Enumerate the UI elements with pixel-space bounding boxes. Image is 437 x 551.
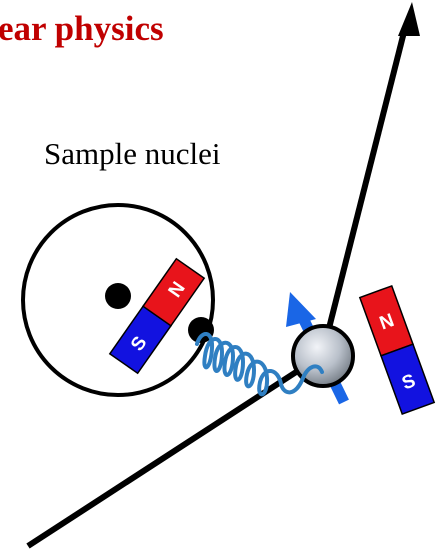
magnet-right-south: [380, 343, 436, 416]
sample-atom-circle: [21, 203, 215, 397]
spin-arrow-head-icon: [286, 292, 316, 327]
wavy-photon-line: [195, 332, 324, 397]
magnet-right-north-label: N: [377, 310, 397, 334]
magnet-icon-right: N S: [358, 284, 436, 416]
magnet-left-north: [142, 257, 206, 327]
incoming-track-line: [26, 360, 312, 549]
outgoing-track-line: [323, 31, 407, 341]
arrow-up-icon: [398, 2, 420, 36]
sample-nuclei-label: Sample nuclei: [44, 136, 221, 171]
magnet-icon-left: S N: [108, 257, 206, 375]
nucleus-dot-1: [105, 283, 131, 309]
title-text: ear physics: [0, 9, 164, 48]
